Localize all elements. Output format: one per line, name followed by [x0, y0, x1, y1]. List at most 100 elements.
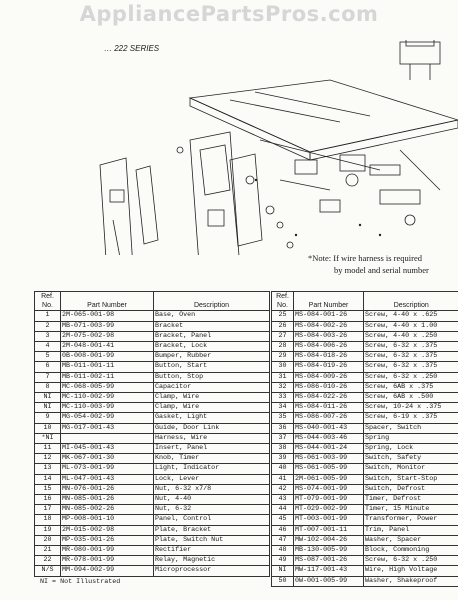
part-number-cell: 2M-075-002-98 — [60, 330, 154, 343]
description-cell: Washer, Spacer — [363, 534, 458, 547]
part-number-cell: MN-076-001-26 — [60, 483, 154, 496]
description-cell: Spring — [363, 432, 458, 445]
part-number-cell: MS-061-005-99 — [293, 463, 364, 475]
ref-no-cell: 48 — [271, 545, 294, 557]
part-number-cell: MI-045-001-43 — [60, 443, 154, 455]
description-cell: Nut, 4-40 — [153, 494, 270, 506]
ref-no-cell: 6 — [34, 361, 61, 373]
description-cell: Harness, Wire — [153, 432, 270, 445]
part-number-cell: MP-008-001-10 — [60, 514, 154, 526]
part-number-cell: MS-084-002-26 — [293, 320, 364, 332]
ref-no-cell: 32 — [271, 381, 294, 394]
description-cell: Screw, 6AB x .375 — [363, 381, 458, 394]
ref-no-cell: 39 — [271, 453, 294, 465]
ref-no-cell: 11 — [34, 443, 61, 455]
ref-no-cell: 22 — [34, 555, 61, 567]
description-cell: Guide, Door Link — [153, 422, 270, 434]
description-cell: Screw, 4-40 x .250 — [363, 330, 458, 343]
description-cell: Screw, 4-40 x 1.00 — [363, 320, 458, 332]
part-number-cell: MM-094-002-99 — [60, 565, 154, 577]
description-cell: Screw, 6AB x .500 — [363, 392, 458, 404]
ref-no-cell: 45 — [271, 514, 294, 526]
part-number-cell: MS-044-003-46 — [293, 432, 364, 445]
ref-no-cell: *NI — [34, 432, 61, 445]
part-number-cell: MS-040-001-43 — [293, 422, 364, 434]
part-number-cell: 0W-001-005-99 — [293, 575, 364, 587]
description-header: Description — [153, 290, 270, 312]
description-cell: Spring, Lock — [363, 443, 458, 455]
ref-no-cell: 21 — [34, 545, 61, 557]
part-number-cell: MB-071-003-99 — [60, 320, 154, 332]
ref-no-cell: 12 — [34, 453, 61, 465]
description-cell: Screw, 6-32 x .375 — [363, 361, 458, 373]
part-number-header: Part Number — [60, 290, 154, 312]
ref-no-cell: 10 — [34, 422, 61, 434]
part-number-cell: MW-102-004-26 — [293, 534, 364, 547]
part-number-cell: MG-017-001-43 — [60, 422, 154, 434]
ref-no-cell: 40 — [271, 463, 294, 475]
description-cell: Screw, 6-32 x .250 — [363, 555, 458, 567]
description-cell: Washer, Shakeproof — [363, 575, 458, 587]
description-cell: Lock, Lever — [153, 473, 270, 485]
description-cell: Block, Commoning — [363, 545, 458, 557]
part-number-cell: ML-047-001-43 — [60, 473, 154, 485]
wire-harness-note: *Note: If wire harness is required by mo… — [308, 252, 458, 276]
part-number-cell: MC-110-003-99 — [60, 402, 154, 414]
part-number-cell: 2M-061-005-99 — [293, 473, 364, 485]
part-number-cell: MT-003-001-99 — [293, 514, 364, 526]
ref-no-cell: 4 — [34, 341, 61, 353]
ref-no-cell: NI — [34, 392, 61, 404]
exploded-parts-diagram — [99, 40, 458, 255]
ref-no-cell: NI — [34, 402, 61, 414]
ref-no-cell: 50 — [271, 575, 294, 587]
description-cell: Rectifier — [153, 545, 270, 557]
part-number-cell: 2M-015-002-98 — [60, 524, 154, 536]
ref-no-cell: 33 — [271, 392, 294, 404]
ref-no-cell: 44 — [271, 504, 294, 516]
part-number-cell: MS-086-007-26 — [293, 412, 364, 424]
table-header-row: Ref.No. Part Number Description — [34, 290, 270, 312]
description-cell: Base, Oven — [153, 310, 270, 322]
description-cell: Plate, Bracket — [153, 524, 270, 536]
description-cell: Screw, 4-40 x .625 — [363, 310, 458, 322]
ref-no-cell: 17 — [34, 504, 61, 516]
description-cell: Screw, 10-24 x .375 — [363, 402, 458, 414]
description-cell: Clamp, Wire — [153, 402, 270, 414]
part-number-cell: MB-011-002-11 — [60, 371, 154, 383]
part-number-cell: MS-084-001-26 — [293, 310, 364, 322]
description-cell: Clamp, Wire — [153, 392, 270, 404]
description-cell: Bracket, Panel — [153, 330, 270, 343]
ref-no-cell: 20 — [34, 534, 61, 547]
part-number-cell: MB-011-001-11 — [60, 361, 154, 373]
part-number-cell: MT-007-001-11 — [293, 524, 364, 536]
description-cell: Switch, Monitor — [363, 463, 458, 475]
description-cell: Knob, Timer — [153, 453, 270, 465]
description-cell: Bumper, Rubber — [153, 351, 270, 363]
ref-no-cell: 47 — [271, 534, 294, 547]
ref-no-cell: 5 — [34, 351, 61, 363]
part-number-cell: MR-080-001-99 — [60, 545, 154, 557]
description-cell: Wire, High Voltage — [363, 565, 458, 577]
